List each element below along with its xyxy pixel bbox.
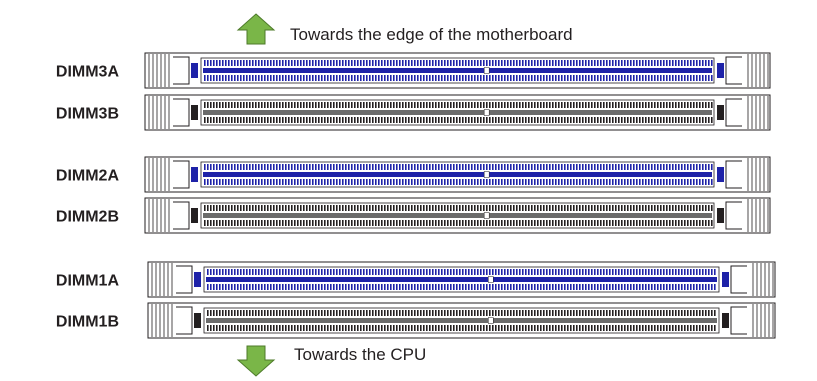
slot-key-left xyxy=(191,105,198,120)
left-latch xyxy=(151,263,173,296)
right-latch xyxy=(747,199,769,232)
slot-key-left xyxy=(194,313,201,328)
slot-center-bar xyxy=(206,318,717,323)
slot-dimm2a: DIMM2A xyxy=(56,156,771,193)
slot-pins xyxy=(204,102,713,123)
slot-key-left xyxy=(194,272,201,287)
slot-key-left xyxy=(191,208,198,223)
slot-dimm2b: DIMM2B xyxy=(56,197,771,234)
slot-key-right xyxy=(717,208,724,223)
slot-label: DIMM2B xyxy=(56,209,119,226)
slot-pins xyxy=(204,164,713,185)
slot-notch xyxy=(483,67,490,74)
slot-dimm1b: DIMM1B xyxy=(56,302,776,339)
slot-label: DIMM1A xyxy=(56,273,120,290)
slot-pins xyxy=(204,60,713,81)
slot-center-bar xyxy=(206,277,717,282)
slot-dimm3a: DIMM3A xyxy=(56,52,771,89)
slot-key-right xyxy=(717,63,724,78)
slot-notch xyxy=(483,171,490,178)
slot-pins xyxy=(207,310,716,331)
slot-key-left xyxy=(191,167,198,182)
slot-label: DIMM3A xyxy=(56,64,120,81)
top-annotation-text: Towards the edge of the motherboard xyxy=(290,25,573,44)
slot-dimm1a: DIMM1A xyxy=(56,261,776,298)
left-latch xyxy=(148,96,170,129)
slot-center-bar xyxy=(203,172,712,177)
bottom-annotation: Towards the CPU xyxy=(236,345,426,377)
slot-center-bar xyxy=(203,213,712,218)
slot-notch xyxy=(488,317,494,324)
left-latch xyxy=(148,199,170,232)
slot-key-right xyxy=(722,272,729,287)
slot-dimm3b: DIMM3B xyxy=(56,94,771,131)
left-latch xyxy=(148,54,170,87)
slot-key-left xyxy=(191,63,198,78)
slot-label: DIMM3B xyxy=(56,106,119,123)
right-latch xyxy=(747,54,769,87)
slot-notch xyxy=(483,212,490,219)
right-latch xyxy=(747,96,769,129)
slot-key-right xyxy=(722,313,729,328)
slot-notch xyxy=(488,276,494,283)
bottom-annotation-text: Towards the CPU xyxy=(294,345,426,364)
slot-key-right xyxy=(717,105,724,120)
arrow-down-icon xyxy=(236,345,276,377)
slot-center-bar xyxy=(203,68,712,73)
top-annotation: Towards the edge of the motherboard xyxy=(236,13,573,45)
slot-key-right xyxy=(717,167,724,182)
slot-pins xyxy=(204,205,713,226)
slot-label: DIMM2A xyxy=(56,168,120,185)
slot-center-bar xyxy=(203,110,712,115)
slot-label: DIMM1B xyxy=(56,314,119,331)
slot-notch xyxy=(483,109,490,116)
left-latch xyxy=(148,158,170,191)
left-latch xyxy=(151,304,173,337)
right-latch xyxy=(752,263,774,296)
right-latch xyxy=(752,304,774,337)
slot-pins xyxy=(207,269,716,290)
right-latch xyxy=(747,158,769,191)
arrow-up-icon xyxy=(236,13,276,45)
